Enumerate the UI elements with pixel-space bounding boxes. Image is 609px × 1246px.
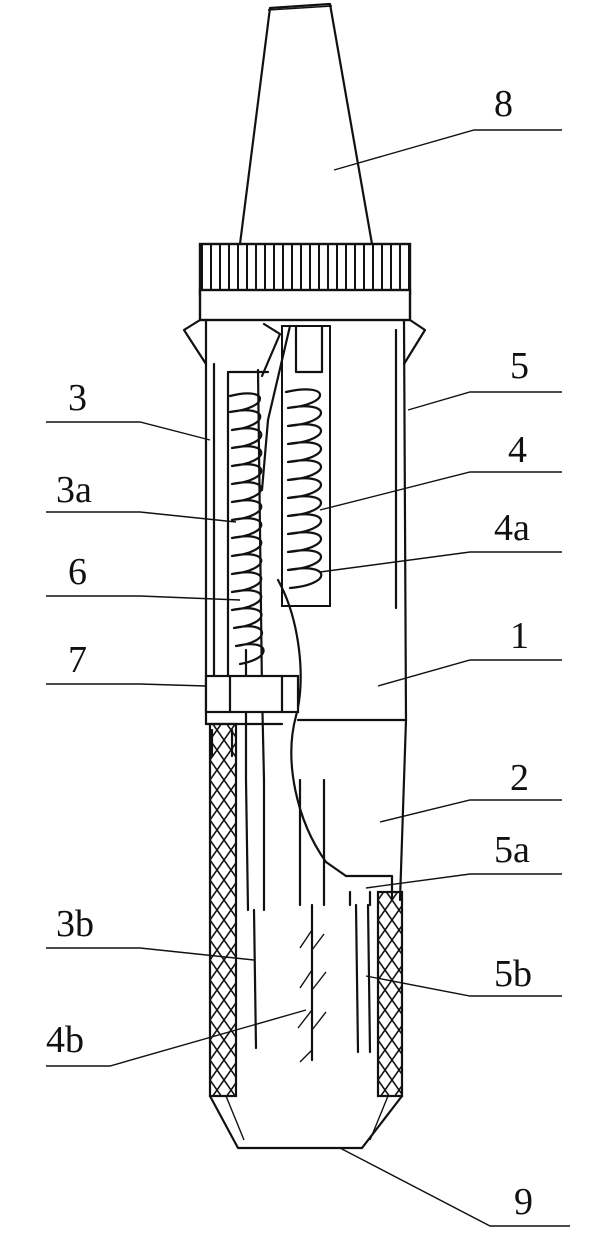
lancets <box>246 780 370 1062</box>
spring-housing-3 <box>228 324 280 690</box>
label-3a: 3a <box>56 469 92 511</box>
label-4b: 4b <box>46 1019 84 1061</box>
inner-sleeve <box>291 716 406 900</box>
label-1: 1 <box>510 615 529 657</box>
label-4a: 4a <box>494 507 530 549</box>
cap-tip <box>240 4 372 244</box>
label-7: 7 <box>68 639 87 681</box>
label-9: 9 <box>514 1181 533 1223</box>
label-5: 5 <box>510 345 529 387</box>
label-3b: 3b <box>56 903 94 945</box>
label-8: 8 <box>494 83 513 125</box>
label-4: 4 <box>508 429 527 471</box>
label-2: 2 <box>510 757 529 799</box>
lower-housing <box>210 724 402 1148</box>
label-5b: 5b <box>494 953 532 995</box>
spring-housing-4 <box>282 326 330 606</box>
label-3: 3 <box>68 377 87 419</box>
label-5a: 5a <box>494 829 530 871</box>
knurled-ring <box>200 244 410 320</box>
label-6: 6 <box>68 551 87 593</box>
